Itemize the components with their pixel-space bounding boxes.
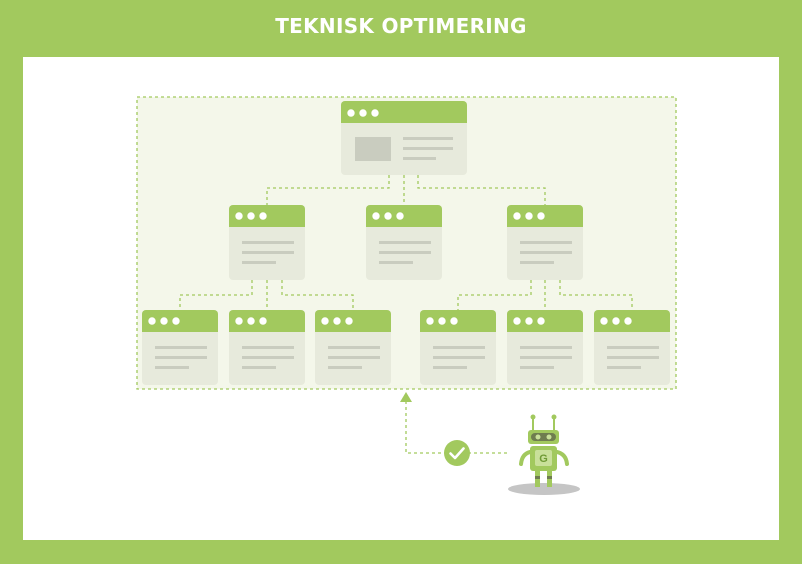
page-title: TEKNISK OPTIMERING <box>275 14 527 38</box>
connector-root-right <box>417 175 546 205</box>
connector-lines <box>179 175 633 454</box>
sitemap-page-level3-1 <box>142 310 218 385</box>
robot-icon: G <box>508 414 580 495</box>
arrow-up-icon <box>400 392 412 402</box>
sitemap-page-level2-3 <box>507 205 583 280</box>
sitemap-page-level2-1 <box>229 205 305 280</box>
robot-badge-letter: G <box>539 453 548 465</box>
sitemap-page-level3-6 <box>594 310 670 385</box>
connector-left-a <box>179 280 253 310</box>
connector-right-a <box>457 280 532 310</box>
sitemap-page-level3-2 <box>229 310 305 385</box>
sitemap-page-root <box>341 101 467 175</box>
sitemap-page-level2-2 <box>366 205 442 280</box>
connector-left-c <box>281 280 354 310</box>
connector-right-c <box>559 280 633 310</box>
connector-root-left <box>266 175 390 205</box>
sitemap-page-level3-5 <box>507 310 583 385</box>
sitemap-page-level3-4 <box>420 310 496 385</box>
check-icon <box>444 440 470 466</box>
sitemap-page-level3-3 <box>315 310 391 385</box>
